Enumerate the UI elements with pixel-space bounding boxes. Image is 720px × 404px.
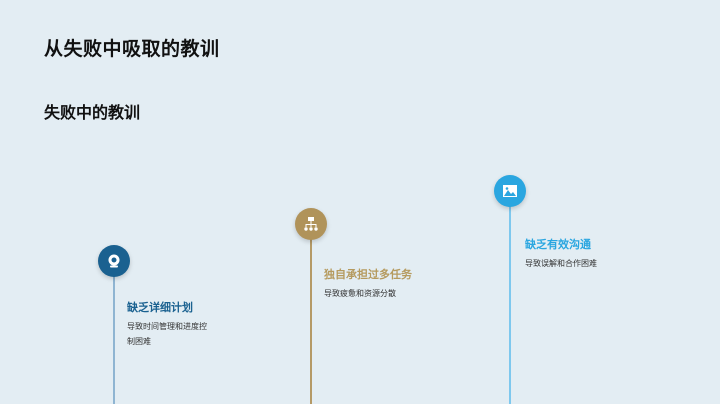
timeline-line — [113, 276, 115, 404]
timeline-heading: 缺乏有效沟通 — [525, 238, 591, 251]
image-icon — [494, 175, 526, 207]
timeline-heading: 独自承担过多任务 — [324, 268, 412, 281]
timeline-description: 导致误解和合作困难 — [525, 259, 597, 268]
slide-subtitle: 失败中的教训 — [44, 103, 141, 122]
timeline-description: 导致疲惫和资源分散 — [324, 289, 396, 298]
timeline-line — [509, 206, 511, 404]
sitemap-icon — [295, 208, 327, 240]
slide-title: 从失败中吸取的教训 — [44, 38, 220, 60]
timeline-heading: 缺乏详细计划 — [127, 301, 193, 314]
timeline-line — [310, 239, 312, 404]
webcam-icon — [98, 245, 130, 277]
timeline-description: 导致时间管理和进度控制困难 — [127, 322, 207, 346]
